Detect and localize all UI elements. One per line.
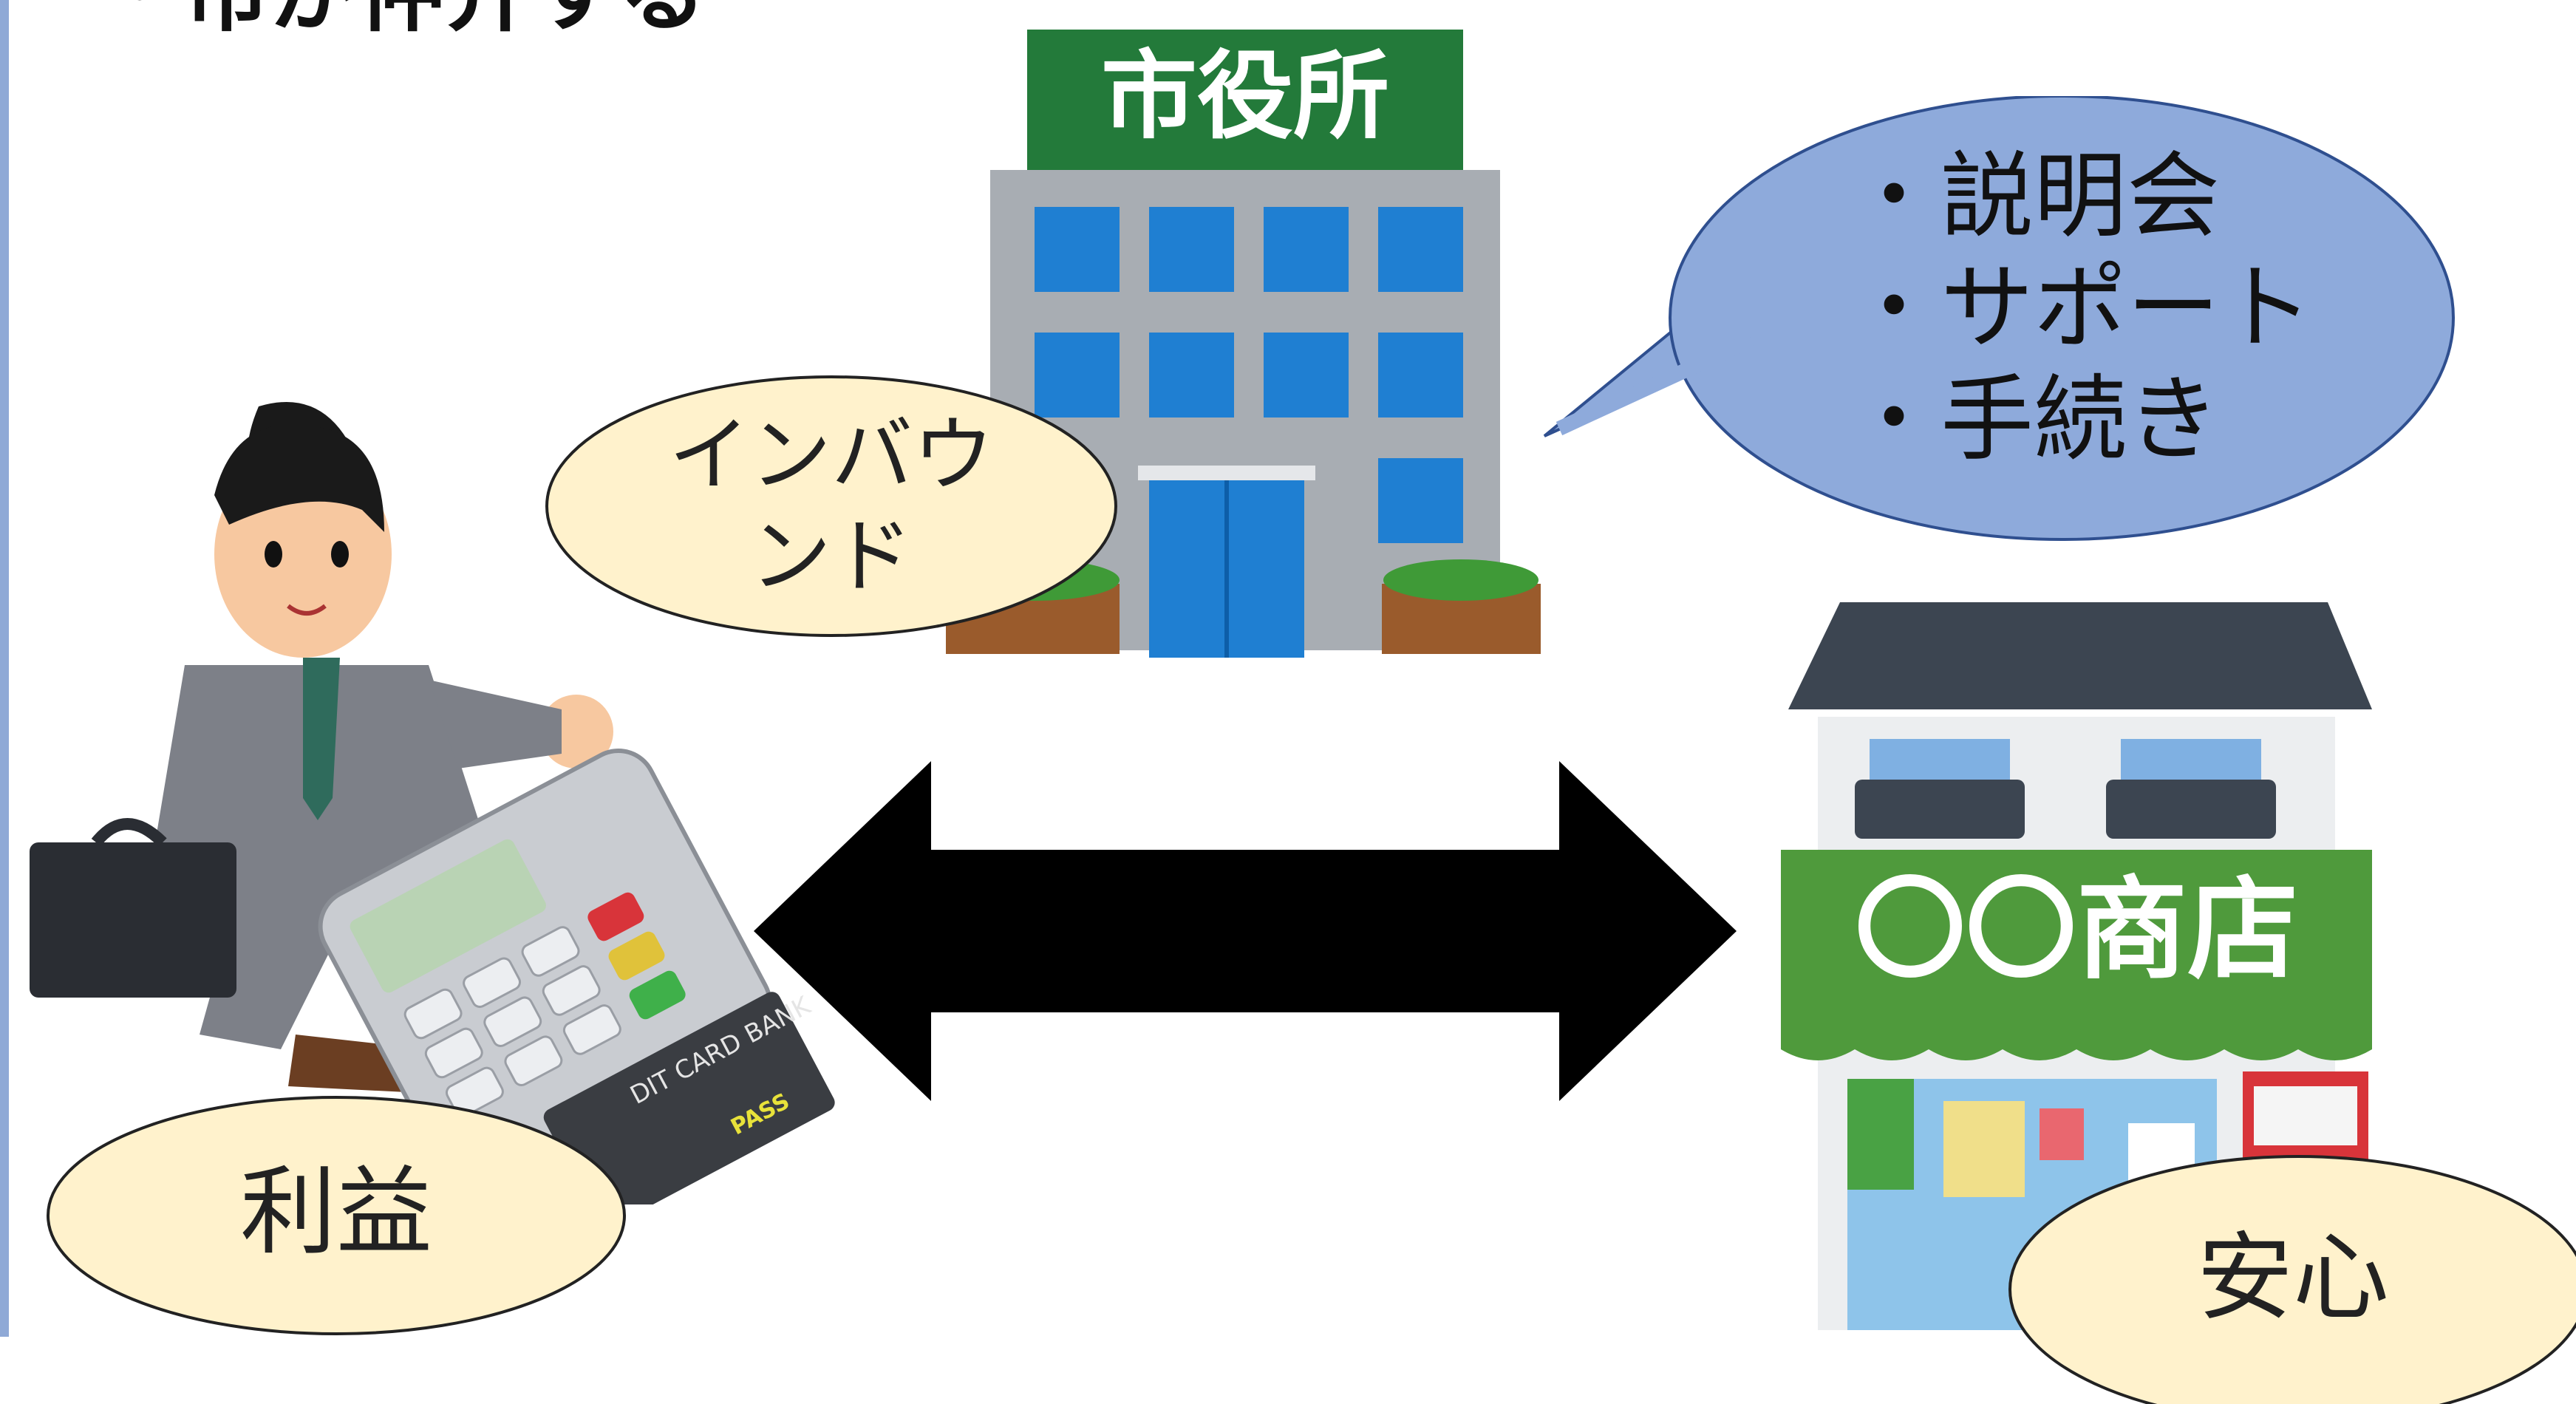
city-hall-sign: [1027, 30, 1463, 170]
businessman-illustration: [30, 402, 613, 1094]
support-item-procedures: ・手続き: [1847, 365, 2220, 474]
city-hall-sign-text: 市役所: [1101, 40, 1389, 152]
city-hall-windows: [1035, 207, 1463, 543]
shop-sign: [1781, 850, 2372, 1012]
shop-sign-text: 〇〇商店: [1855, 866, 2298, 995]
card-terminal-keypad: [403, 926, 621, 1118]
double-arrow: [754, 761, 1737, 1101]
speech-bubble: [1543, 96, 2455, 541]
card-terminal-screen: [350, 839, 546, 993]
businessman-tie: [303, 658, 340, 820]
shop-illustration: 〇〇商店: [1781, 602, 2372, 1330]
double-arrow-shape: [754, 761, 1737, 1101]
support-item-support: ・サポート: [1847, 253, 2313, 363]
businessman-hair: [214, 424, 384, 532]
profit-ellipse: [47, 1096, 626, 1335]
page-title: ・市が仲介する: [96, 0, 706, 46]
city-hall-illustration: 市役所: [946, 30, 1541, 658]
inbound-label: インバウ ンド: [669, 407, 994, 604]
inbound-ellipse: [545, 375, 1117, 637]
profit-label: 利益: [239, 1155, 432, 1268]
credit-card: [543, 992, 835, 1204]
briefcase-icon: [30, 842, 236, 998]
support-list: ・説明会 ・サポート ・手続き: [1847, 140, 2313, 476]
card-terminal-illustration: DIT CARD BANK PASS: [318, 749, 835, 1204]
shop-awning: [1781, 1012, 2372, 1060]
support-item-briefing: ・説明会: [1847, 142, 2220, 251]
shop-roof: [1788, 602, 2372, 709]
relief-label: 安心: [2196, 1221, 2389, 1335]
slide-left-border: [0, 0, 9, 1337]
